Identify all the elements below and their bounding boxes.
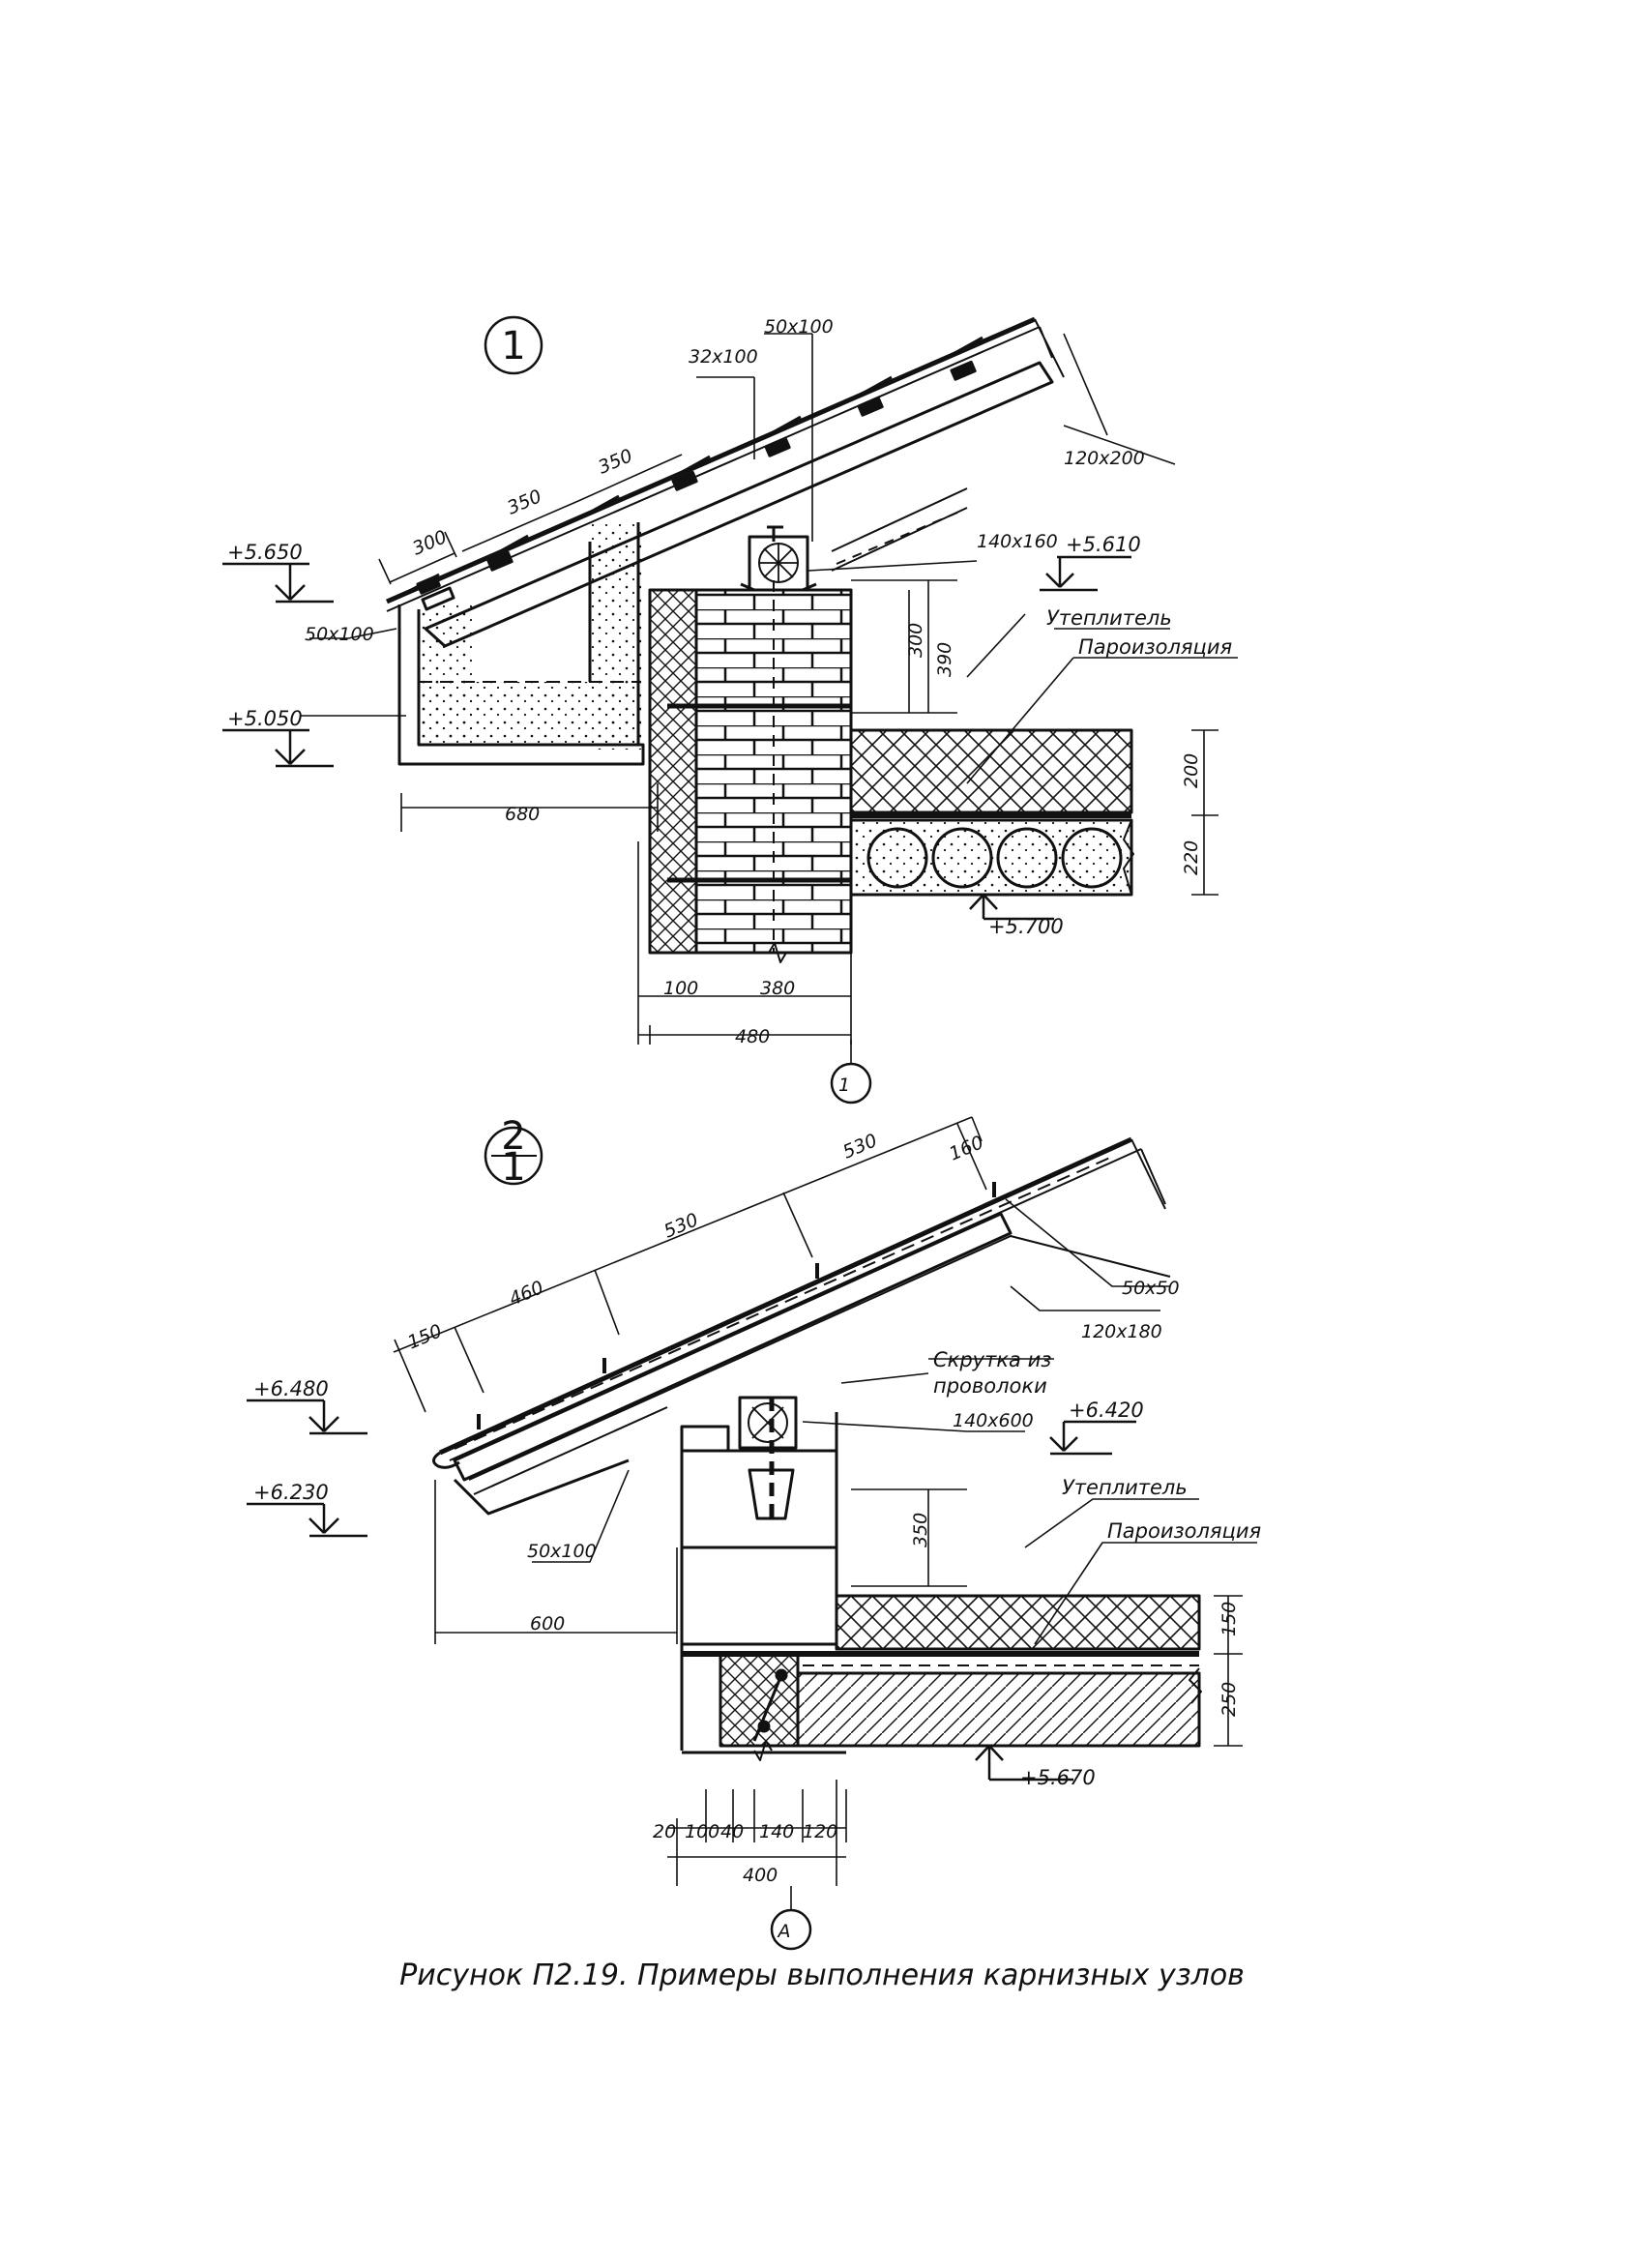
detail-2-sheet: 1 [501,1145,525,1190]
roof-surface-2 [438,1136,1133,1456]
dim-h220: 220 [1181,840,1202,875]
size-rafter-2: 120x180 [1081,1321,1162,1342]
roof-tiles [403,336,983,596]
wall-block-lower [680,1546,838,1646]
size-batten-2: 50x50 [1122,1278,1180,1299]
dim-160: 160 [946,1132,986,1164]
detail-2 [247,1116,1257,1951]
levels-detail-2 [247,1399,1136,1782]
slab-insulation-2 [835,1594,1201,1651]
level-eave-1: +5.650 [227,541,303,564]
dim-w40: 40 [720,1821,744,1842]
label-wire-line-1: Скрутка из [933,1348,1051,1371]
label-vapor-1: Пароизоляция [1078,635,1232,659]
dim-tile-350a: 350 [504,486,544,518]
plate-140x600 [738,1396,798,1450]
dim-w140: 140 [759,1821,794,1842]
size-rafter-1: 120x200 [1064,448,1145,469]
level-eave-2: +6.480 [253,1377,329,1400]
dim-tile-300: 300 [409,526,450,559]
dim-150: 150 [404,1320,445,1353]
size-board-2: 50x100 [527,1541,597,1562]
dim-tile-350b: 350 [595,445,635,478]
dim-w120: 120 [803,1821,837,1842]
rafter-2 [453,1212,1013,1482]
dim-h200: 200 [1181,753,1202,788]
fascia-board-2 [453,1458,630,1516]
detail-2-marker [484,1126,543,1186]
dim-w380: 380 [760,978,795,999]
level-soffit-1: +5.050 [227,707,303,730]
dim-w20: 20 [653,1821,676,1842]
dim-w400: 400 [743,1865,778,1886]
dim-530b: 530 [661,1209,701,1242]
level-slab-2: +5.670 [1020,1766,1096,1789]
levels-detail-1 [222,555,1131,921]
axis-1-label: 1 [838,1075,850,1096]
detail-2-number: 2 [501,1114,525,1159]
label-insulation-1: Утеплитель [1046,606,1172,630]
size-plate-1: 140x160 [977,531,1058,552]
size-rafter-board-1: 50x100 [764,316,834,338]
axis-a-label: A [777,1921,791,1942]
dim-530a: 530 [839,1130,880,1163]
dim-w100: 100 [663,978,698,999]
concrete-slab [796,1671,1201,1748]
label-vapor-2: Пароизоляция [1107,1519,1261,1543]
level-slab-1: +5.700 [988,915,1064,938]
wall-block-upper [680,1449,838,1549]
slab-insulation [849,728,1133,814]
figure-caption: Рисунок П2.19. Примеры выполнения карниз… [399,1959,1245,1992]
dim-h350: 350 [910,1513,931,1547]
dim-w480: 480 [735,1026,770,1047]
size-fascia-1: 50x100 [305,624,374,645]
size-plate-2: 140x600 [953,1410,1034,1431]
dim-h150: 150 [1218,1602,1240,1636]
label-wire-line-2: проволоки [933,1374,1047,1398]
label-insulation-2: Утеплитель [1062,1476,1188,1499]
level-plate-1: +5.610 [1066,533,1141,556]
detail-1-number: 1 [501,324,525,368]
level-plate-2: +6.420 [1069,1399,1144,1422]
dim-overhang-600: 600 [530,1613,565,1635]
wire-anchor [748,1468,795,1520]
dim-w100: 100 [685,1821,719,1842]
dim-h390: 390 [934,642,955,677]
detail-1 [222,315,1238,1105]
dim-overhang-680: 680 [505,804,540,825]
level-soffit-2: +6.230 [253,1481,329,1504]
dim-h250: 250 [1218,1682,1240,1717]
wall-insulation [648,588,698,955]
detail-1-marker [484,315,543,375]
battens-2 [477,1182,996,1429]
dim-h300: 300 [905,623,926,658]
size-batten-1: 32x100 [689,346,758,368]
dim-460: 460 [506,1277,546,1310]
